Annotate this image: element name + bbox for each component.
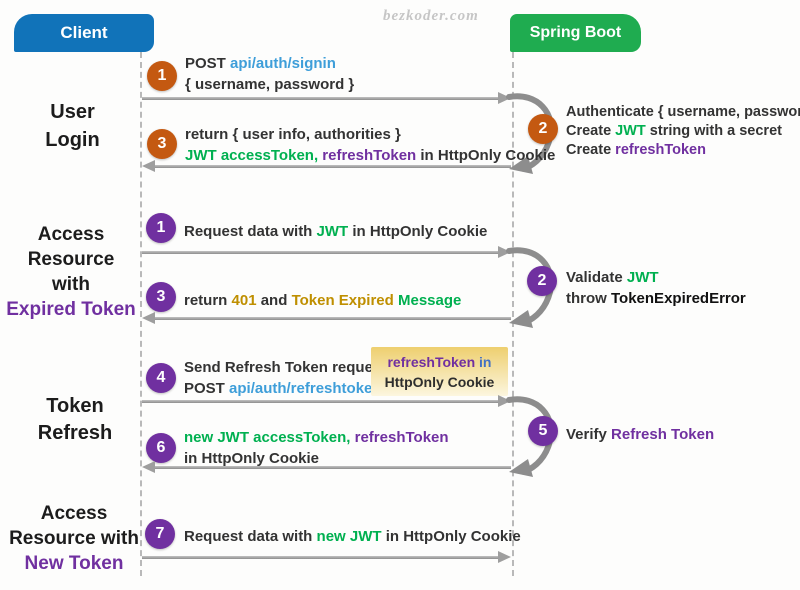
arrow-signin-request: [142, 92, 511, 104]
message-verify: Verify Refresh Token: [566, 426, 715, 443]
arrow-signin-return: [142, 160, 511, 172]
step-badge-5: 5: [528, 416, 558, 446]
message-refresh-return: new JWT accessToken, refreshToken in Htt…: [184, 429, 449, 467]
actor-spring-boot-label: Spring Boot: [529, 24, 622, 41]
arrow-request-jwt: [142, 246, 511, 258]
section-label-new-token: Access Resource with New Token: [9, 503, 139, 574]
message-refresh-request: Send Refresh Token request POST api/auth…: [184, 359, 387, 397]
note-refresh-token-cookie: refreshToken in HttpOnly Cookie: [371, 347, 508, 396]
client-lifeline: [140, 52, 142, 576]
step-badge-1: 1: [147, 61, 177, 91]
arrow-token-expired: [142, 312, 511, 324]
watermark: bezkoder.com: [383, 8, 479, 24]
step-badge-3b: 3: [146, 282, 176, 312]
step-badge-3: 3: [147, 129, 177, 159]
message-authenticate: Authenticate { username, password } Crea…: [566, 104, 800, 158]
step-badge-1b: 1: [146, 213, 176, 243]
step-badge-7: 7: [145, 519, 175, 549]
step-badge-4: 4: [146, 363, 176, 393]
message-request-jwt: Request data with JWT in HttpOnly Cookie: [184, 223, 488, 240]
section-label-token-refresh: Token Refresh: [37, 395, 113, 444]
message-token-expired: return 401 and Token Expired Message: [184, 292, 462, 309]
api-path: api/auth/signin: [230, 55, 336, 72]
step-badge-6: 6: [146, 433, 176, 463]
arrow-refresh-return: [142, 461, 511, 473]
actor-client: Client: [14, 14, 154, 52]
message-request-new-jwt: Request data with new JWT in HttpOnly Co…: [184, 528, 521, 545]
message-signin-return: return { user info, authorities } JWT ac…: [185, 126, 556, 164]
step-badge-2: 2: [528, 114, 558, 144]
arrow-refresh-request: [142, 395, 511, 407]
arrowhead-left-icon: [142, 160, 155, 172]
api-path: api/auth/refreshtoken: [229, 380, 382, 397]
message-signin-request: POST api/auth/signin { username, passwor…: [185, 55, 355, 93]
arrow-request-new-jwt: [142, 551, 511, 563]
actor-client-label: Client: [60, 23, 108, 42]
arrowhead-right-icon: [498, 551, 511, 563]
step-badge-2b: 2: [527, 266, 557, 296]
arrowhead-left-icon: [142, 461, 155, 473]
message-validate: Validate JWT throw TokenExpiredError: [566, 269, 746, 307]
section-label-expired-token: Access Resource with Expired Token: [6, 224, 136, 320]
arrowhead-left-icon: [142, 312, 155, 324]
section-label-user-login: User Login: [45, 101, 100, 151]
actor-spring-boot: Spring Boot: [510, 14, 641, 52]
server-lifeline: [512, 52, 514, 576]
